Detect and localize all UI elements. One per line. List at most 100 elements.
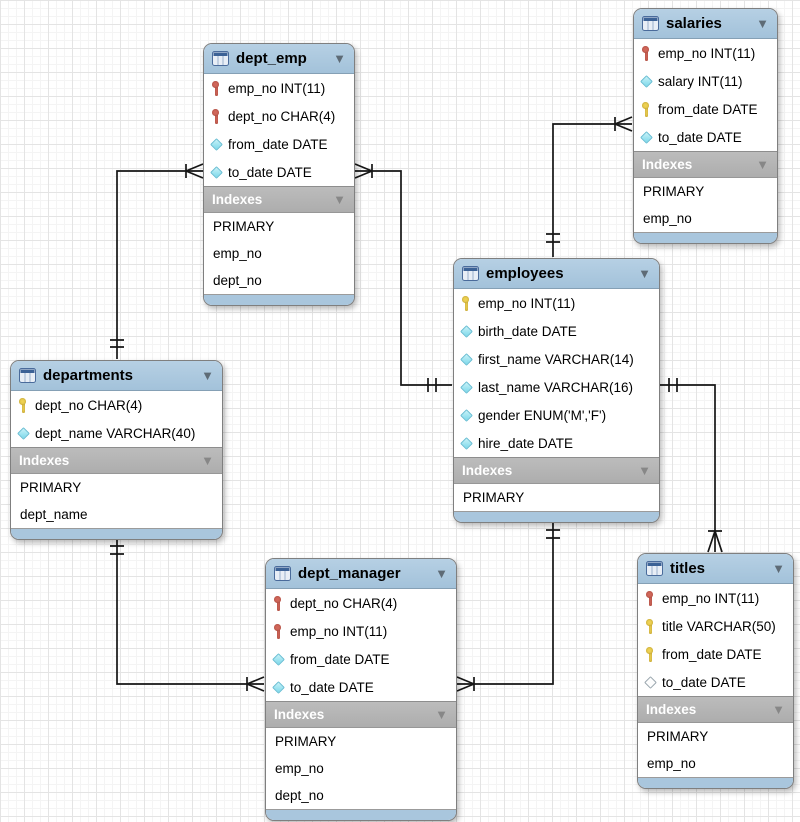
index-row[interactable]: emp_no [266,755,456,782]
column-row[interactable]: from_date DATE [266,645,456,673]
table-header[interactable]: salaries ▼ [634,9,777,39]
collapse-arrow-icon[interactable]: ▼ [772,702,785,717]
crow-foot-many-marker [185,163,204,179]
connector-employees-dept_manager[interactable] [456,518,560,692]
column-row[interactable]: to_date DATE [204,158,354,186]
column-row[interactable]: from_date DATE [634,95,777,123]
indexes-bar[interactable]: Indexes ▼ [266,701,456,728]
collapse-arrow-icon[interactable]: ▼ [333,192,346,207]
crow-foot-many-marker [614,116,633,132]
index-row[interactable]: PRIMARY [454,484,659,511]
column-label: from_date DATE [662,646,762,662]
connector-departments-dept_manager[interactable] [110,536,265,692]
collapse-arrow-icon[interactable]: ▼ [756,16,769,31]
connector-employees-titles[interactable] [660,378,723,553]
table-titles[interactable]: titles ▼ emp_no INT(11) title VARCHAR(50… [637,553,794,789]
table-header[interactable]: departments ▼ [11,361,222,391]
connector-dept_emp-employees[interactable] [354,163,452,392]
table-dept_emp[interactable]: dept_emp ▼ emp_no INT(11) dept_no CHAR(4… [203,43,355,306]
column-label: to_date DATE [662,674,746,690]
index-row[interactable]: dept_no [266,782,456,809]
column-row[interactable]: gender ENUM('M','F') [454,401,659,429]
table-title: dept_manager [298,565,401,582]
one-marker [546,233,560,243]
column-row[interactable]: emp_no INT(11) [266,617,456,645]
table-header[interactable]: dept_emp ▼ [204,44,354,74]
index-row[interactable]: emp_no [204,240,354,267]
index-row[interactable]: PRIMARY [204,213,354,240]
collapse-arrow-icon[interactable]: ▼ [756,157,769,172]
one-marker [427,378,437,392]
column-row[interactable]: birth_date DATE [454,317,659,345]
column-row[interactable]: to_date DATE [638,668,793,696]
collapse-arrow-icon[interactable]: ▼ [638,266,651,281]
column-label: first_name VARCHAR(14) [478,351,634,367]
column-row[interactable]: salary INT(11) [634,67,777,95]
primary-key-icon [461,295,471,312]
index-row[interactable]: dept_name [11,501,222,528]
columns-section: emp_no INT(11) birth_date DATE first_nam… [454,289,659,457]
column-row[interactable]: dept_no CHAR(4) [266,589,456,617]
index-label: dept_no [213,273,262,288]
column-row[interactable]: emp_no INT(11) [204,74,354,102]
columns-section: emp_no INT(11) salary INT(11) from_date … [634,39,777,151]
collapse-arrow-icon[interactable]: ▼ [435,566,448,581]
column-row[interactable]: title VARCHAR(50) [638,612,793,640]
indexes-bar[interactable]: Indexes ▼ [204,186,354,213]
column-row[interactable]: emp_no INT(11) [638,584,793,612]
nullable-column-icon [645,674,655,691]
column-row[interactable]: from_date DATE [204,130,354,158]
table-header[interactable]: dept_manager ▼ [266,559,456,589]
connector-salaries-employees[interactable] [546,116,633,257]
column-row[interactable]: dept_name VARCHAR(40) [11,419,222,447]
column-label: title VARCHAR(50) [662,618,776,634]
index-row[interactable]: PRIMARY [638,723,793,750]
collapse-arrow-icon[interactable]: ▼ [772,561,785,576]
foreign-key-icon [273,595,283,612]
column-row[interactable]: first_name VARCHAR(14) [454,345,659,373]
collapse-arrow-icon[interactable]: ▼ [201,453,214,468]
indexes-bar[interactable]: Indexes ▼ [634,151,777,178]
table-employees[interactable]: employees ▼ emp_no INT(11) birth_date DA… [453,258,660,523]
index-row[interactable]: PRIMARY [634,178,777,205]
table-footer [11,528,222,539]
index-row[interactable]: emp_no [638,750,793,777]
column-row[interactable]: from_date DATE [638,640,793,668]
table-dept_manager[interactable]: dept_manager ▼ dept_no CHAR(4) emp_no IN… [265,558,457,821]
not-null-column-icon [461,407,471,424]
column-row[interactable]: dept_no CHAR(4) [11,391,222,419]
index-row[interactable]: PRIMARY [11,474,222,501]
column-row[interactable]: emp_no INT(11) [454,289,659,317]
column-row[interactable]: hire_date DATE [454,429,659,457]
table-icon [462,266,479,281]
column-label: dept_no CHAR(4) [290,595,398,611]
table-header[interactable]: employees ▼ [454,259,659,289]
table-header[interactable]: titles ▼ [638,554,793,584]
collapse-arrow-icon[interactable]: ▼ [333,51,346,66]
column-row[interactable]: to_date DATE [634,123,777,151]
column-row[interactable]: dept_no CHAR(4) [204,102,354,130]
column-label: dept_no CHAR(4) [35,397,143,413]
column-row[interactable]: last_name VARCHAR(16) [454,373,659,401]
collapse-arrow-icon[interactable]: ▼ [435,707,448,722]
column-row[interactable]: emp_no INT(11) [634,39,777,67]
indexes-label: Indexes [19,453,70,468]
table-salaries[interactable]: salaries ▼ emp_no INT(11) salary INT(11)… [633,8,778,244]
not-null-column-icon [461,435,471,452]
connector-dept_emp-departments[interactable] [110,163,204,359]
indexes-bar[interactable]: Indexes ▼ [454,457,659,484]
indexes-bar[interactable]: Indexes ▼ [638,696,793,723]
collapse-arrow-icon[interactable]: ▼ [638,463,651,478]
index-row[interactable]: emp_no [634,205,777,232]
index-row[interactable]: dept_no [204,267,354,294]
table-departments[interactable]: departments ▼ dept_no CHAR(4) dept_name … [10,360,223,540]
connector-line [116,536,264,685]
indexes-bar[interactable]: Indexes ▼ [11,447,222,474]
column-row[interactable]: to_date DATE [266,673,456,701]
column-label: dept_name VARCHAR(40) [35,425,196,441]
collapse-arrow-icon[interactable]: ▼ [201,368,214,383]
crow-foot-many-marker [246,676,265,692]
index-row[interactable]: PRIMARY [266,728,456,755]
primary-key-icon [645,618,655,635]
